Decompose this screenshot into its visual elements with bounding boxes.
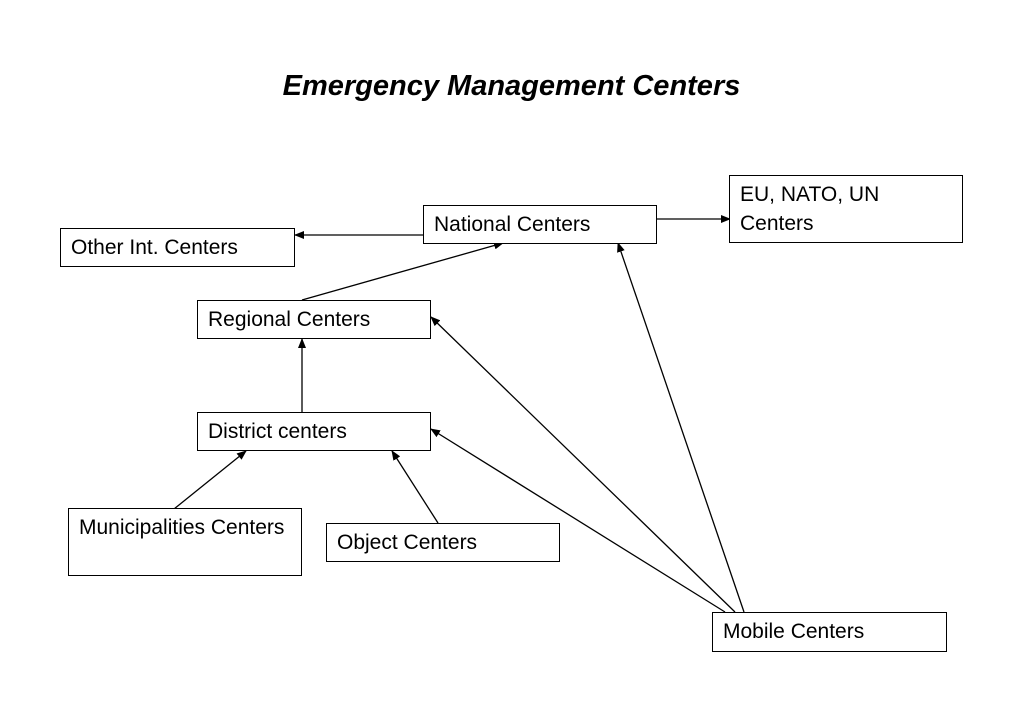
arrow-regional-to-national	[301, 241, 504, 301]
node-label: Municipalities Centers	[79, 516, 285, 539]
node-label: EU, NATO, UN Centers	[740, 183, 880, 235]
node-label: National Centers	[434, 213, 591, 236]
node-label: District centers	[208, 420, 347, 443]
node-district-centers: District centers	[197, 412, 431, 451]
node-national-centers: National Centers	[423, 205, 657, 244]
arrow-mobile-to-district	[430, 428, 726, 613]
arrow-mobile-to-regional	[430, 316, 736, 613]
node-label: Regional Centers	[208, 308, 371, 331]
node-regional-centers: Regional Centers	[197, 300, 431, 339]
node-eu-nato-un-centers: EU, NATO, UN Centers	[729, 175, 963, 243]
node-label: Object Centers	[337, 531, 478, 554]
arrow-object-to-district	[391, 450, 439, 524]
page-title: Emergency Management Centers	[282, 70, 741, 102]
node-mobile-centers: Mobile Centers	[712, 612, 947, 652]
node-label: Mobile Centers	[723, 620, 865, 643]
arrow-municipalities-to-district	[173, 450, 247, 510]
node-other-int-centers: Other Int. Centers	[60, 228, 295, 267]
arrow-mobile-to-national	[617, 242, 745, 613]
node-label: Other Int. Centers	[71, 236, 238, 259]
node-municipalities-centers: Municipalities Centers	[68, 508, 302, 576]
node-object-centers: Object Centers	[326, 523, 560, 562]
